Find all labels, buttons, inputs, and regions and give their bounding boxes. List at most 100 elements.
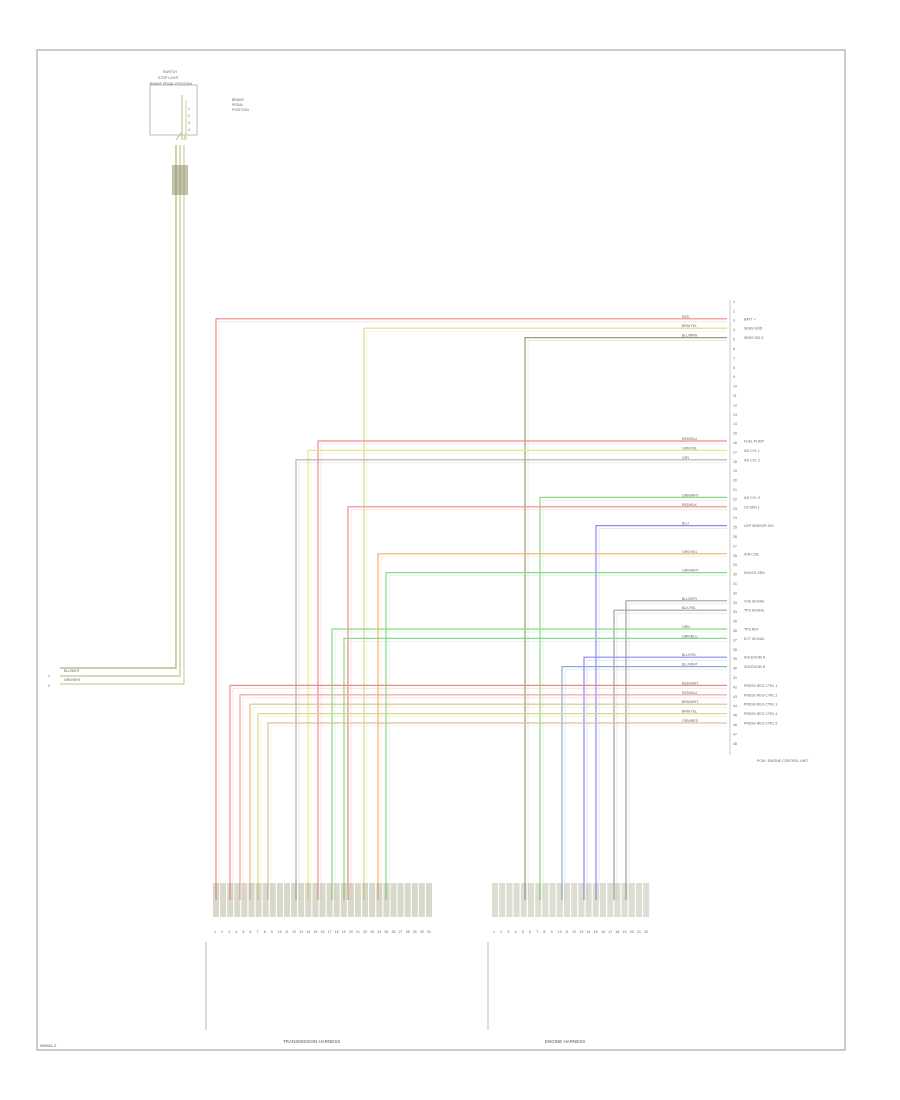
bottom-left-pin-number: 17: [328, 930, 332, 934]
harness-wire-3: [60, 145, 185, 685]
left-pin-1: 1: [48, 674, 50, 678]
pcm-pin-number: 6: [733, 347, 735, 351]
bottom-left-pin-number: 26: [392, 930, 396, 934]
signal-wire: [561, 666, 727, 900]
brake-switch-pin-3: 3: [188, 121, 190, 125]
signal-wire-label: BRN/YEL: [682, 710, 697, 714]
bottom-left-terminal: [213, 883, 219, 917]
left-connector: BLU/WHT GRN/WHT 1 2: [48, 669, 82, 688]
signal-wire-shadow: [542, 500, 727, 900]
brake-switch-harness: [60, 131, 188, 685]
signal-name-label: PRESS REG CTRL 1: [744, 684, 777, 688]
harness-wire-2: [60, 145, 181, 677]
signal-wire-shadow: [380, 556, 727, 900]
signal-name-label: PRESS REG CTRL 3: [744, 703, 777, 707]
brake-switch-component: SWITCH STOP LIGHT BRAKE PEDAL POSITION B…: [149, 70, 249, 140]
pcm-pin-number: 20: [733, 479, 737, 483]
bottom-left-terminal: [333, 883, 340, 917]
signal-wire-shadow: [232, 688, 727, 900]
bottom-right-terminal: [542, 883, 549, 917]
bottom-left-terminal: [383, 883, 390, 917]
harness-bend: [175, 131, 183, 141]
pcm-pin-number: 13: [733, 413, 737, 417]
bottom-left-terminal: [362, 883, 369, 917]
bottom-left-pin-number: 28: [406, 930, 410, 934]
signal-wire-shadow: [320, 443, 727, 900]
bottom-right-pin-number: 5: [522, 930, 524, 934]
pcm-connector: 1234567891011121314151617181920212223242…: [682, 300, 809, 763]
pcm-pin-column: 1234567891011121314151617181920212223242…: [733, 300, 737, 746]
signal-wire-shadow: [334, 631, 727, 900]
bottom-right-terminal: [556, 883, 563, 917]
bottom-left-pin-number: 27: [399, 930, 403, 934]
bottom-right-pin-number: 4: [515, 930, 517, 934]
bottom-left-terminal: [291, 883, 298, 917]
signal-wire-shadow: [346, 641, 727, 900]
signal-name-label: SOLENOID A: [744, 656, 766, 660]
bottom-left-terminal: [404, 883, 411, 917]
signal-wire-label: BLU/WHT: [682, 663, 699, 667]
signal-wire-shadow: [527, 340, 727, 900]
bottom-right-terminal: [571, 883, 578, 917]
signal-wire: [347, 506, 727, 900]
signal-wire: [524, 337, 727, 900]
signal-wire: [257, 713, 727, 900]
pcm-pin-number: 38: [733, 648, 737, 652]
brake-switch-side-2: PEDAL: [232, 103, 244, 107]
signal-wire: [583, 656, 727, 900]
bottom-left-pin-number: 31: [427, 930, 431, 934]
pcm-pin-number: 41: [733, 676, 737, 680]
bottom-left-terminal: [355, 883, 361, 917]
bottom-right-terminal: [614, 883, 621, 917]
bottom-right-terminal: [499, 883, 506, 917]
pcm-pin-number: 45: [733, 714, 737, 718]
signal-name-label: PRESS REG CTRL 2: [744, 693, 777, 697]
signal-wire-shadow: [616, 612, 727, 900]
signal-wire-shadow: [260, 716, 727, 900]
signal-name-label: IGN COIL: [744, 552, 759, 556]
pcm-pin-number: 48: [733, 742, 737, 746]
bottom-left-pin-number: 5: [242, 930, 244, 934]
pcm-pin-number: 30: [733, 573, 737, 577]
pcm-pin-number: 47: [733, 732, 737, 736]
signal-wire-shadow: [270, 725, 727, 900]
bottom-right-terminal: [528, 883, 534, 917]
signal-wire-shadow: [252, 706, 727, 900]
bottom-right-terminal: [600, 883, 606, 917]
bottom-left-pin-number: 23: [370, 930, 374, 934]
signal-wire-label: GRN/WHT: [682, 569, 700, 573]
bottom-left-terminal: [234, 883, 241, 917]
pcm-pin-number: 37: [733, 638, 737, 642]
signal-wire-shadow: [298, 462, 727, 900]
bottom-left-pin-number: 8: [264, 930, 266, 934]
signal-wire: [295, 459, 727, 900]
pcm-pin-number: 21: [733, 488, 737, 492]
signal-wire: [331, 628, 727, 900]
brake-switch-pin-4: 4: [188, 128, 190, 132]
signal-wire-label: GRN/BLU: [682, 634, 698, 638]
bottom-left-terminal: [312, 883, 319, 917]
left-wire-label-1: BLU/WHT: [64, 669, 81, 673]
bottom-right-pin-number: 3: [507, 930, 509, 934]
bottom-left-pin-number: 18: [335, 930, 339, 934]
bottom-right-terminal: [643, 883, 650, 917]
pcm-pin-number: 3: [733, 319, 735, 323]
signal-name-label: TPS SIGNAL: [744, 609, 765, 613]
signal-name-label: CKP SENSOR SIG: [744, 524, 774, 528]
bottom-left-pin-number: 29: [413, 930, 417, 934]
signal-wire-label: GRN/RED: [682, 719, 699, 723]
bottom-right-pin-number: 9: [551, 930, 553, 934]
wire-bundle: [215, 318, 727, 900]
pcm-pin-number: 27: [733, 544, 737, 548]
brake-switch-title-3: BRAKE PEDAL POSITION: [150, 82, 192, 86]
bottom-left-pin-number: 10: [278, 930, 282, 934]
signal-name-label: VSS SIGNAL: [744, 599, 765, 603]
signal-wire-label: BLU: [682, 522, 689, 526]
signal-wire-shadow: [586, 659, 727, 900]
harness-connector-block: [172, 165, 188, 195]
pcm-pin-number: 25: [733, 526, 737, 530]
bottom-right-terminal: [520, 883, 527, 917]
left-wire-label-2: GRN/WHT: [64, 678, 82, 682]
